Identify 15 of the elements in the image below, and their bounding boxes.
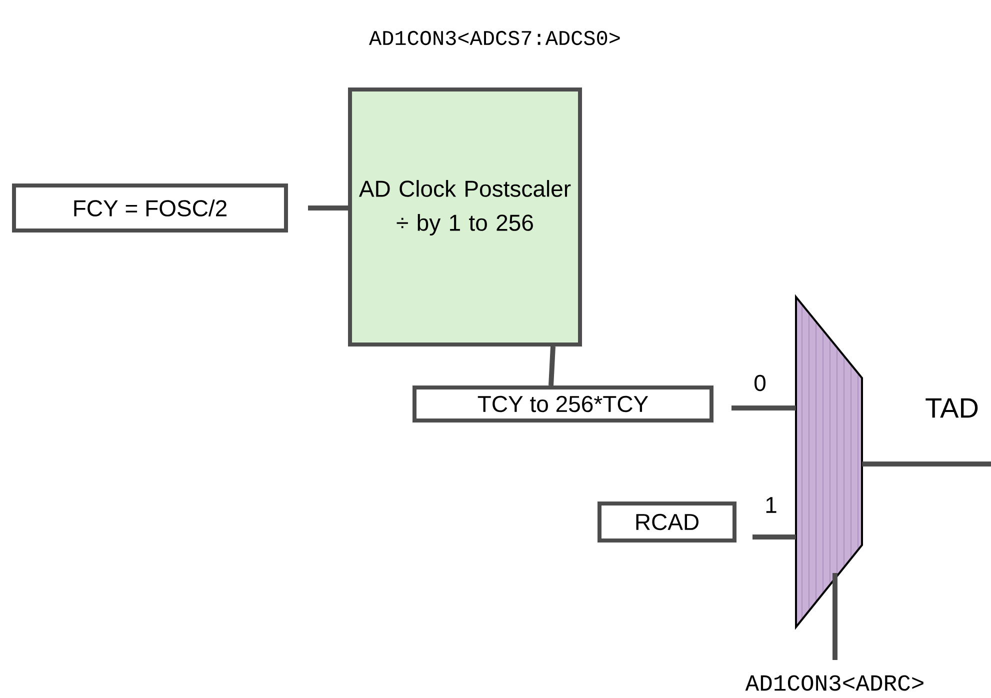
signal-line bbox=[308, 206, 348, 210]
register-label: AD1CON3<ADRC> bbox=[745, 675, 924, 691]
signal-line bbox=[548, 346, 556, 386]
postscaler-box: AD Clock Postscaler ÷ by 1 to 256 bbox=[348, 88, 582, 346]
signal-box: TCY to 256*TCY bbox=[412, 386, 714, 422]
signal-line bbox=[862, 462, 991, 466]
signal-line bbox=[732, 406, 796, 410]
signal-line bbox=[752, 534, 796, 540]
signal-box: RCAD bbox=[598, 502, 736, 542]
output-label: TAD bbox=[926, 398, 978, 418]
input-number: 1 bbox=[766, 497, 776, 513]
signal-box: FCY = FOSC/2 bbox=[12, 184, 288, 232]
signal-line bbox=[832, 573, 838, 660]
register-label: AD1CON3<ADCS7:ADCS0> bbox=[368, 30, 620, 46]
input-number: 0 bbox=[754, 374, 766, 392]
